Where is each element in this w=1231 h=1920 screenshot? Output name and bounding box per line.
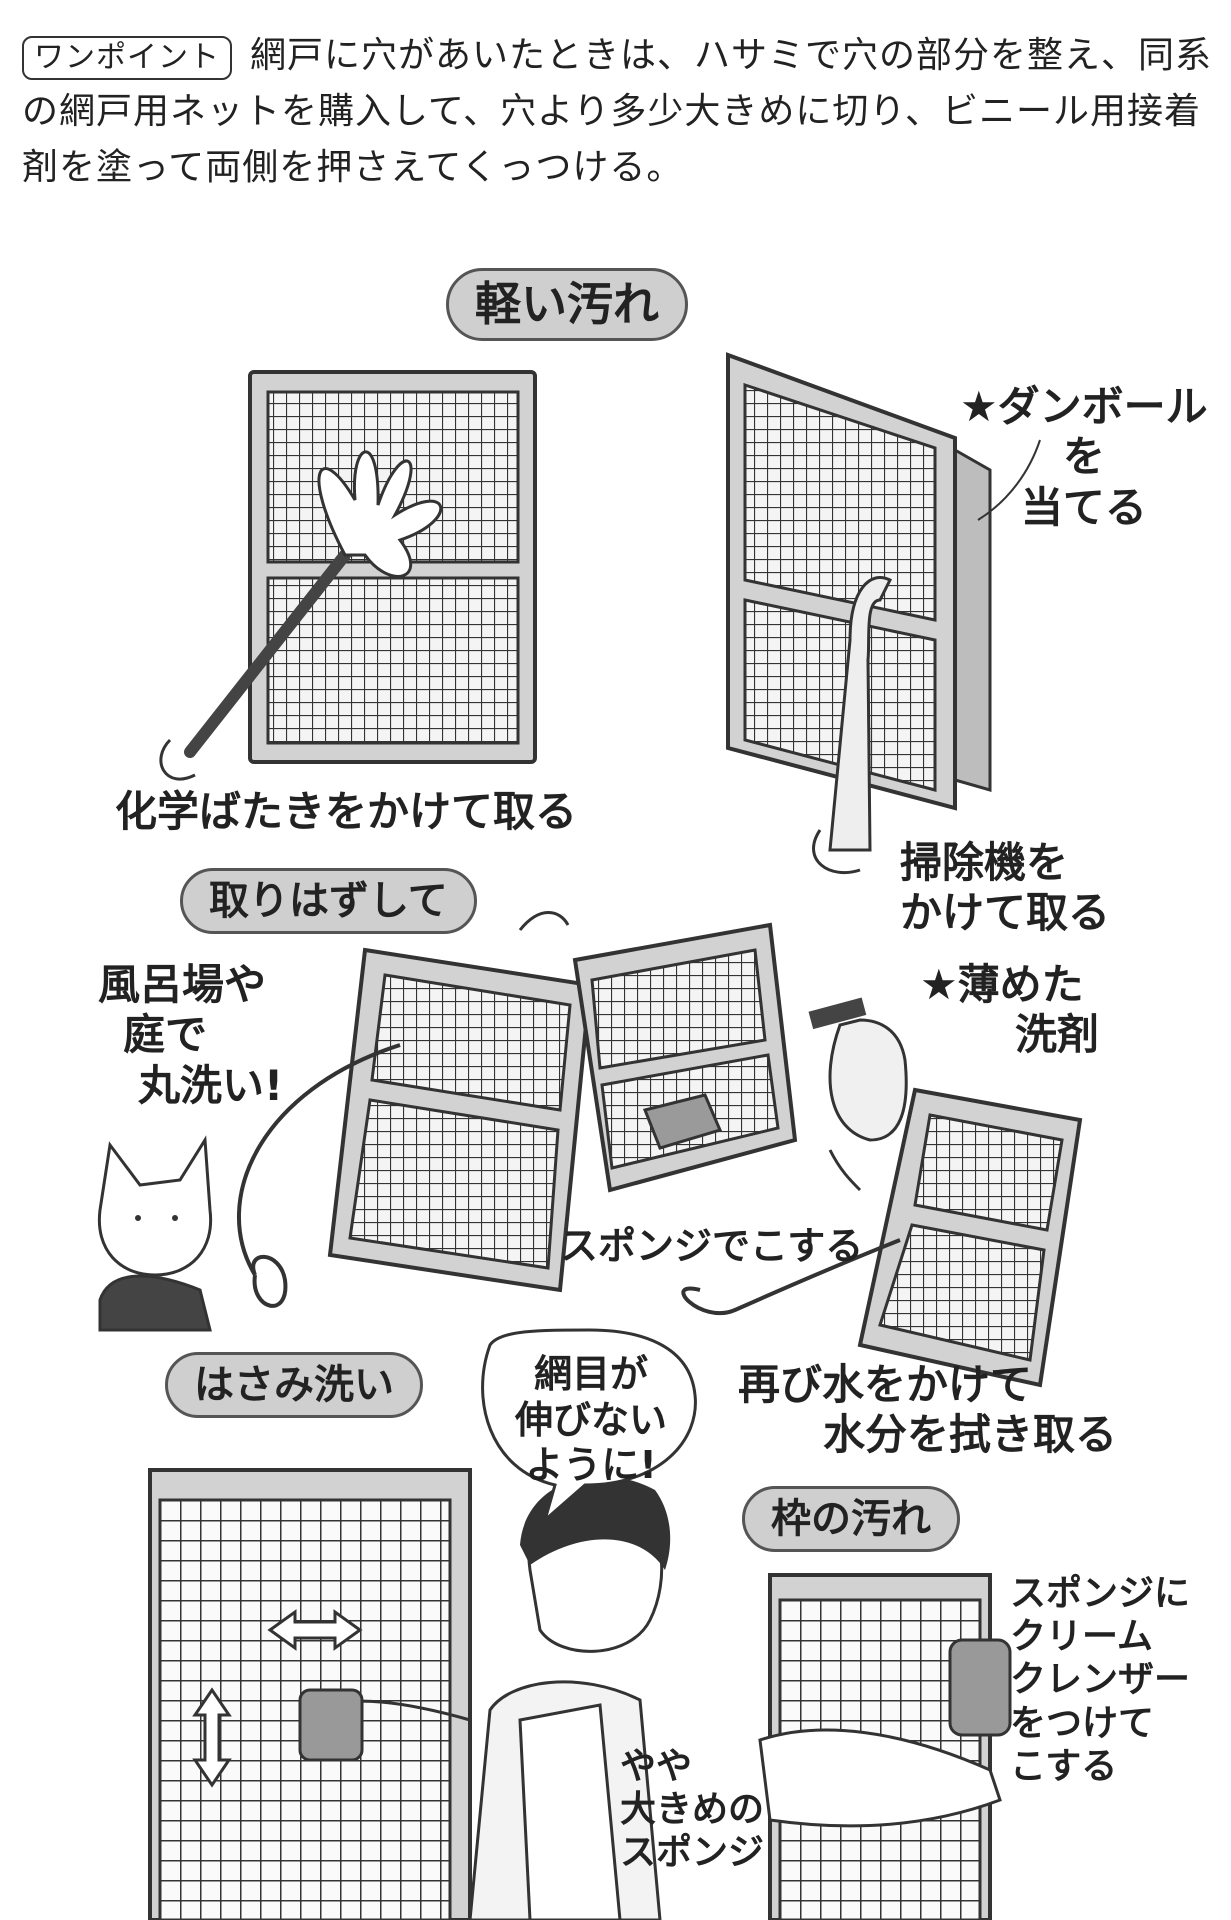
tip-paragraph: ワンポイント網戸に穴があいたときは、ハサミで穴の部分を整え、同系の網戸用ネットを… bbox=[22, 28, 1217, 196]
section-light-dirt: 軽い汚れ bbox=[446, 268, 688, 342]
vacuum-nozzle-icon bbox=[812, 576, 893, 875]
caption-duster: 化学ばたきをかけて取る bbox=[115, 787, 578, 836]
screen-sponge bbox=[572, 922, 908, 1193]
caption-sponge-rub: スポンジでこする bbox=[560, 1224, 864, 1268]
cat-icon bbox=[97, 1135, 213, 1332]
spray-bottle-icon bbox=[808, 997, 908, 1142]
caption-detergent: ★薄めた洗剤 bbox=[920, 960, 1100, 1060]
section-remove: 取りはずして bbox=[180, 868, 477, 934]
screen-duster bbox=[159, 370, 537, 781]
caption-cleanser: スポンジにクリームクレンザーをつけてこする bbox=[1010, 1573, 1191, 1787]
screen-bath bbox=[237, 947, 593, 1308]
sponge-icon bbox=[948, 1638, 1012, 1737]
caption-rinse: 再び水をかけて水分を拭き取る bbox=[738, 1360, 1118, 1460]
caption-big-sponge: やや大きめのスポンジ bbox=[620, 1746, 765, 1874]
caption-speech: 網目が伸びないように! bbox=[515, 1352, 668, 1488]
person-icon bbox=[298, 1476, 671, 1920]
sponge-icon bbox=[642, 1093, 723, 1150]
caption-cardboard: ★ダンボールを当てる bbox=[960, 382, 1208, 532]
duster-icon bbox=[159, 450, 443, 781]
screen-vacuum bbox=[726, 352, 1041, 875]
speech-bubble bbox=[481, 1328, 697, 1525]
tip-text: 網戸に穴があいたときは、ハサミで穴の部分を整え、同系の網戸用ネットを購入して、穴… bbox=[22, 35, 1213, 188]
caption-bath: 風呂場や庭で丸洗い! bbox=[98, 960, 284, 1110]
screen-frame bbox=[758, 1573, 1012, 1920]
section-frame-dirt: 枠の汚れ bbox=[742, 1486, 960, 1552]
caption-vacuum: 掃除機をかけて取る bbox=[900, 838, 1111, 938]
double-arrow-icon bbox=[192, 1609, 363, 1788]
arrow-icon bbox=[828, 1149, 862, 1192]
tip-badge: ワンポイント bbox=[22, 36, 232, 80]
section-pinch-wash: はさみ洗い bbox=[165, 1352, 423, 1418]
screen-rinse bbox=[681, 1087, 1083, 1388]
arrow-icon bbox=[518, 911, 570, 931]
